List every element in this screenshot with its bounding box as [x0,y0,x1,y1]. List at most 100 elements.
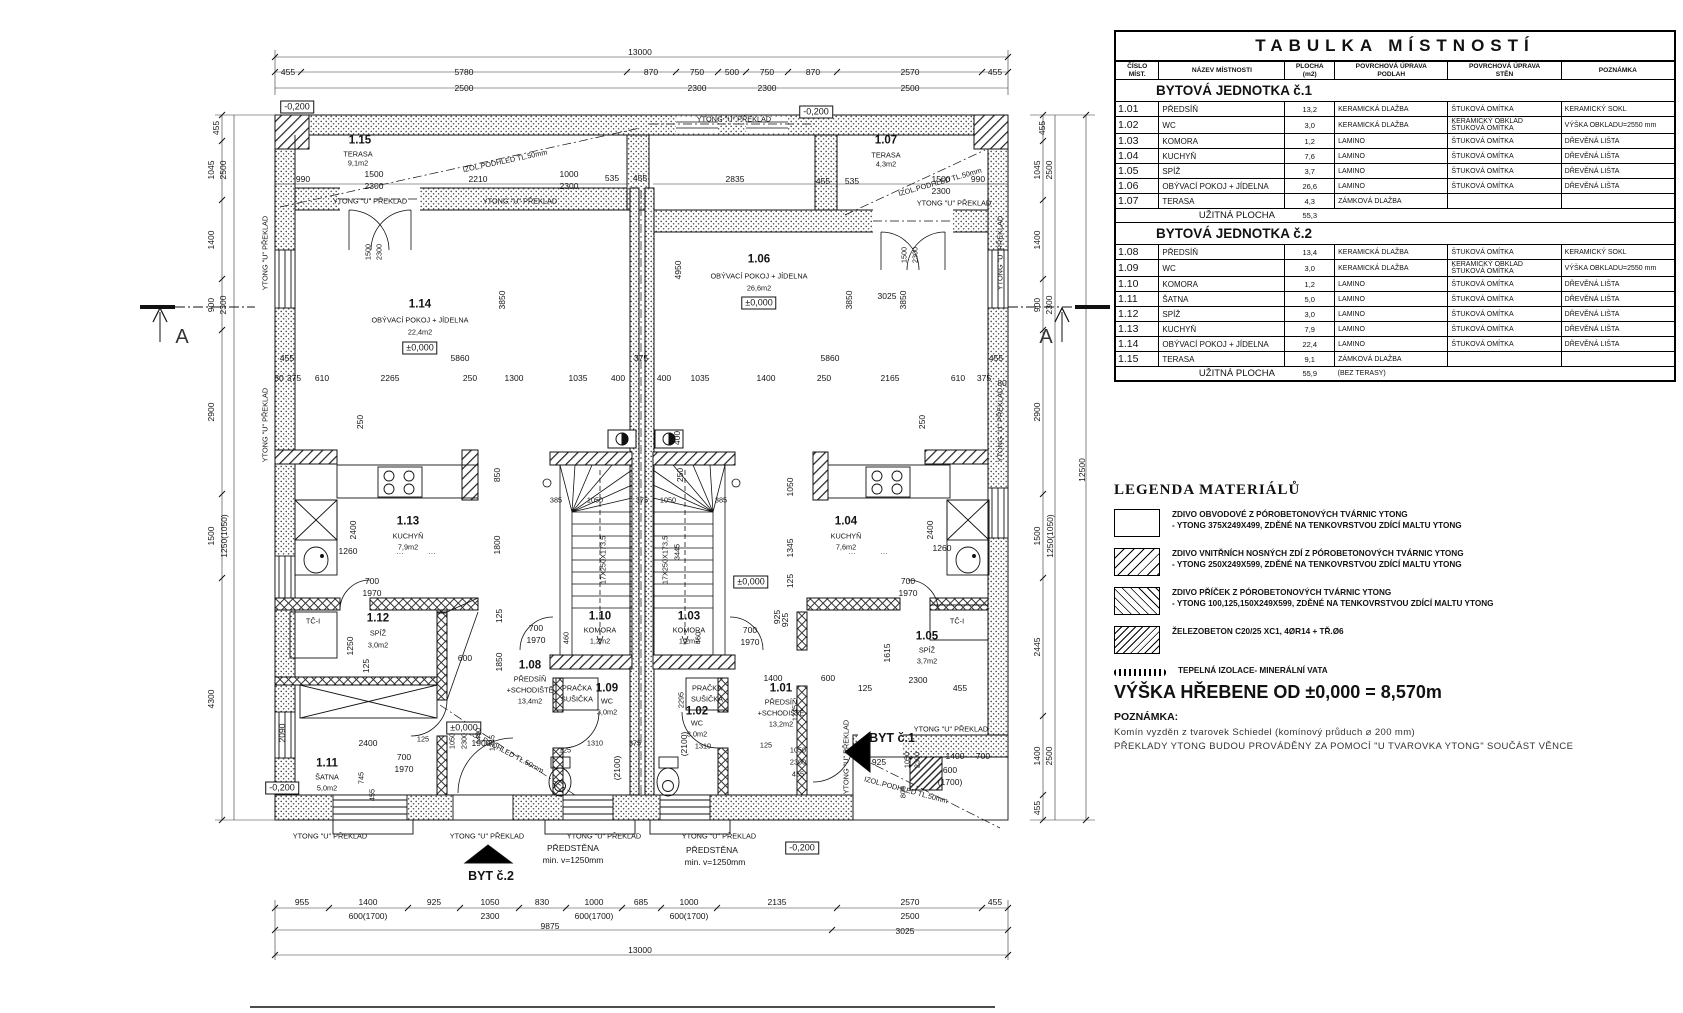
plan-label: 4,3m2 [875,159,897,169]
plan-label: 925 [426,896,442,907]
table-cell: ŠTUKOVÁ OMÍTKA [1447,178,1562,195]
plan-label: PŘEDSÍŇ [513,674,547,684]
plan-label: WC [600,696,614,706]
plan-label: 26,6m2 [746,283,772,293]
plan-label: 2300 [217,295,228,315]
table-cell: PŘEDSÍŇ [1158,101,1286,118]
plan-label: 455 [791,769,805,779]
plan-label: 1.12 [366,612,390,625]
plan-label: 2300 [789,757,807,767]
table-cell: DŘEVĚNÁ LIŠTA [1560,276,1676,293]
table-cell: 1.08 [1114,244,1160,261]
plan-label: ±0,000 [741,296,777,310]
plan-label: KOMORA [672,625,706,635]
plan-label: 700 [528,622,544,633]
plan-label: 1.08 [518,659,542,672]
plan-label: 455 [1031,800,1042,816]
plan-label: 2135 [767,896,787,907]
plan-label: A [1039,326,1053,348]
plan-label: 125 [857,682,873,693]
plan-label: 1500 [1031,526,1042,546]
plan-label: 1250 [344,636,355,656]
table-cell: LAMINO [1334,178,1449,195]
plan-label: YTONG "U" PŘEKLAD [841,719,851,795]
plan-label: KUCHYŇ [830,531,862,541]
plan-label: 2500 [900,82,920,93]
plan-label: 460 [561,631,571,645]
plan-label: 1500 [363,243,373,261]
plan-label: 990 [295,173,311,184]
note-line: PŘEKLADY YTONG BUDOU PROVÁDĚNY ZA POMOCÍ… [1114,741,1574,752]
table-cell [1560,351,1676,368]
table-cell: 1.12 [1114,306,1160,323]
dense-hatch-swatch-icon [1114,626,1160,654]
plan-label: 455 [279,352,295,363]
plan-label: PRAČKA [561,683,593,693]
entry-arrow-byt1 [844,730,871,774]
plan-label: 250 [462,372,478,383]
plan-label: 3025 [895,925,915,936]
plan-label: 455 [987,66,1003,77]
legend-item: ZDIVO PŘÍČEK Z PÓROBETONOVÝCH TVÁRNIC YT… [1114,587,1676,615]
plan-label: 700 [742,624,758,635]
plan-label: 1,2m2 [678,636,700,646]
table-cell [1560,193,1676,210]
plan-label: ±0,000 [733,575,769,589]
bearing-walls [274,114,1009,670]
legend-item: ŽELEZOBETON C20/25 XC1, 4ØR14 + TŘ.Ø6 [1114,626,1676,654]
table-cell: TERASA [1158,351,1286,368]
plan-label: 1245 [790,704,800,722]
plan-label: BYT č.1 [869,730,915,745]
plan-label: YTONG "U" PŘEKLAD [566,831,642,841]
partition-walls [274,597,989,796]
plan-label: 2500 [454,82,474,93]
plan-label: 1.01 [769,682,793,695]
plan-label: 2400 [358,737,378,748]
plan-label: 400 [656,372,672,383]
plan-label: 250 [916,414,927,430]
plan-label: SUŠIČKA [560,694,594,704]
table-cell: ŠTUKOVÁ OMÍTKA [1447,163,1562,180]
table-cell: KERAMICKÝ SOKL [1560,244,1676,261]
plan-label: 2500 [1043,746,1054,766]
plan-label: TERASA [343,149,373,159]
plan-label: 1500 [899,246,909,264]
plan-label: BYT č.2 [468,868,514,883]
plan-label: 1.04 [834,515,858,528]
table-cell: DŘEVĚNÁ LIŠTA [1560,291,1676,308]
plan-label: +SCHODIŠTĚ [757,708,805,718]
staircase-right [652,464,741,656]
table-cell: DŘEVĚNÁ LIŠTA [1560,336,1676,353]
notes: VÝŠKA HŘEBENE OD ±0,000 = 8,570m POZNÁMK… [1114,682,1676,755]
toilet-icon [548,756,680,797]
plan-label: 1050 [480,896,500,907]
table-cell: ŠTUKOVÁ OMÍTKA [1447,148,1562,165]
plan-label: 2400 [347,520,358,540]
plan-label: 2210 [468,173,488,184]
plan-label: 2265 [380,372,400,383]
plan-label: 3850 [897,290,908,310]
table-cell: ŠTUKOVÁ OMÍTKA [1447,133,1562,150]
plan-label: 1400 [1031,746,1042,766]
table-cell: LAMINO [1334,276,1449,293]
plan-label: PŘEDSTĚNA [686,844,738,855]
table-cell: 3,0 [1284,259,1336,278]
plan-label: SPÍŽ [369,628,387,638]
plan-label: 125 [416,734,430,744]
plan-label: YTONG "U" PŘEKLAD [995,215,1005,291]
table-cell: LAMINO [1334,321,1449,338]
plan-label: 2500 [217,160,228,180]
plan-label: 830 [534,896,550,907]
table-cell: ŠTUKOVÁ OMÍTKA [1447,244,1562,261]
table-cell: 1.06 [1114,178,1160,195]
table-column-header: NÁZEV MÍSTNOSTI [1158,60,1286,81]
table-title: TABULKA MÍSTNOSTÍ [1114,30,1676,62]
table-cell: 1.03 [1114,133,1160,150]
